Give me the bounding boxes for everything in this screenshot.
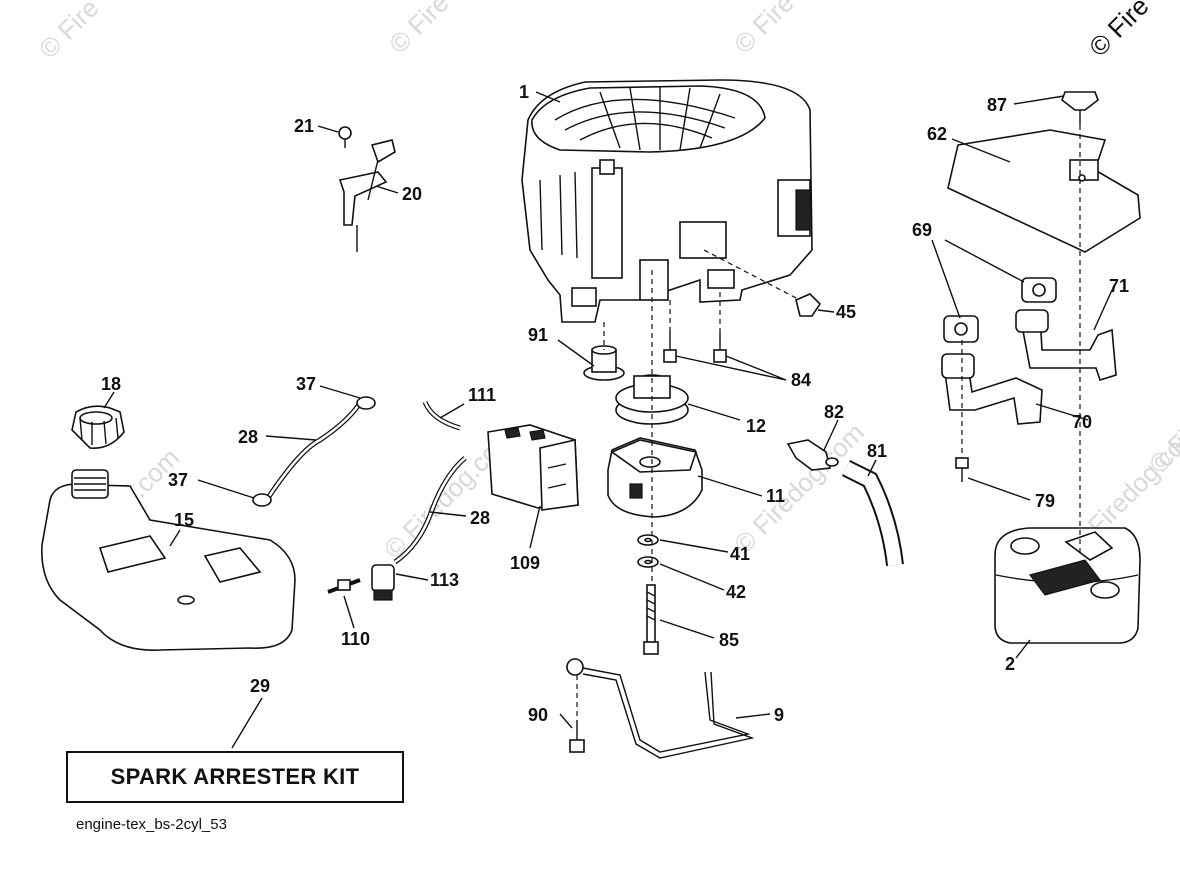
callout-109[interactable]: 109 <box>510 553 540 573</box>
hose-clamp-upper-part[interactable] <box>356 396 376 410</box>
callout-82[interactable]: 82 <box>824 402 844 422</box>
watermark-text: © Fire <box>728 0 800 59</box>
callout-11[interactable]: 11 <box>766 486 785 506</box>
leader-lines <box>103 91 1113 749</box>
callout-15[interactable]: 15 <box>174 510 194 530</box>
fuel-cap-part[interactable] <box>71 405 125 449</box>
callout-41[interactable]: 41 <box>730 544 750 564</box>
callout-18[interactable]: 18 <box>101 374 121 394</box>
pto-clutch-part[interactable] <box>607 437 703 518</box>
callout-45[interactable]: 45 <box>836 302 856 322</box>
washer-part[interactable] <box>637 534 659 546</box>
muffler-mount-bolt-part[interactable] <box>955 457 969 482</box>
callout-42[interactable]: 42 <box>726 582 746 602</box>
fuel-filter-part[interactable] <box>371 564 395 601</box>
callout-111[interactable]: 111 <box>468 385 496 405</box>
callout-21[interactable]: 21 <box>294 116 314 136</box>
callout-71[interactable]: 71 <box>1109 276 1129 296</box>
clutch-bracket-part[interactable] <box>566 658 755 759</box>
diagram-code: engine-tex_bs-2cyl_53 <box>76 816 227 833</box>
kit-label-text: SPARK ARRESTER KIT <box>110 764 360 789</box>
hose-clamp-lower-part[interactable] <box>252 493 272 507</box>
callout-110[interactable]: 110 <box>341 629 370 649</box>
callout-91[interactable]: 91 <box>528 325 548 345</box>
heat-shield-part[interactable] <box>947 129 1141 253</box>
callout-28-upper[interactable]: 28 <box>238 427 258 447</box>
callout-29[interactable]: 29 <box>250 676 270 696</box>
fuel-tank-part[interactable] <box>41 469 296 651</box>
engine-bolt-part[interactable] <box>663 330 727 363</box>
watermark-text: © Firedog.c <box>1143 363 1180 480</box>
callout-12[interactable]: 12 <box>746 416 766 436</box>
fuel-shutoff-valve-part[interactable] <box>786 439 839 471</box>
relay-part[interactable] <box>487 424 579 511</box>
callout-81[interactable]: 81 <box>867 441 887 461</box>
lock-washer-part[interactable] <box>637 556 659 568</box>
exhaust-gasket-part[interactable] <box>943 277 1057 343</box>
callout-69[interactable]: 69 <box>912 220 932 240</box>
callout-28-lower[interactable]: 28 <box>470 508 490 528</box>
copyright-mark: © Fire <box>1083 0 1155 62</box>
exhaust-pipe-left-part[interactable] <box>941 353 1043 425</box>
callout-2[interactable]: 2 <box>1005 654 1015 674</box>
watermark-text: © Firedog.com <box>728 417 870 559</box>
fuel-connector-part[interactable] <box>327 578 361 594</box>
watermark-text: © Fire <box>383 0 455 59</box>
fuel-line-lower-part[interactable] <box>393 456 467 565</box>
callout-79[interactable]: 79 <box>1035 491 1055 511</box>
callout-37-lower[interactable]: 37 <box>168 470 188 490</box>
callout-87[interactable]: 87 <box>987 95 1007 115</box>
callout-84[interactable]: 84 <box>791 370 811 390</box>
clutch-bolt-part[interactable] <box>643 584 659 655</box>
callout-62[interactable]: 62 <box>927 124 947 144</box>
drain-hose-part[interactable] <box>841 459 904 567</box>
throttle-bracket-part[interactable] <box>338 126 396 252</box>
callout-labels: 1 21 20 87 62 69 71 45 91 84 12 82 70 18… <box>101 82 1129 725</box>
callout-37-upper[interactable]: 37 <box>296 374 316 394</box>
callout-113[interactable]: 113 <box>430 570 459 590</box>
callout-85[interactable]: 85 <box>719 630 739 650</box>
assembly-lines <box>576 125 1081 720</box>
callout-70[interactable]: 70 <box>1072 412 1092 432</box>
spark-arrester-kit-label[interactable]: SPARK ARRESTER KIT <box>66 751 404 803</box>
fuel-line-upper-part[interactable] <box>265 398 365 500</box>
exhaust-pipe-right-part[interactable] <box>1015 309 1117 381</box>
callout-1[interactable]: 1 <box>519 82 529 102</box>
callout-90[interactable]: 90 <box>528 705 548 725</box>
muffler-part[interactable] <box>994 527 1141 644</box>
engine-part[interactable] <box>521 79 813 323</box>
watermark-text: © Fire <box>33 0 105 64</box>
muffler-bolt-part[interactable] <box>1061 91 1099 125</box>
nut-part[interactable] <box>795 293 822 317</box>
callout-9[interactable]: 9 <box>774 705 784 725</box>
callout-20[interactable]: 20 <box>402 184 422 204</box>
vent-hose-part[interactable] <box>422 400 461 431</box>
bracket-bolt-part[interactable] <box>569 720 585 753</box>
